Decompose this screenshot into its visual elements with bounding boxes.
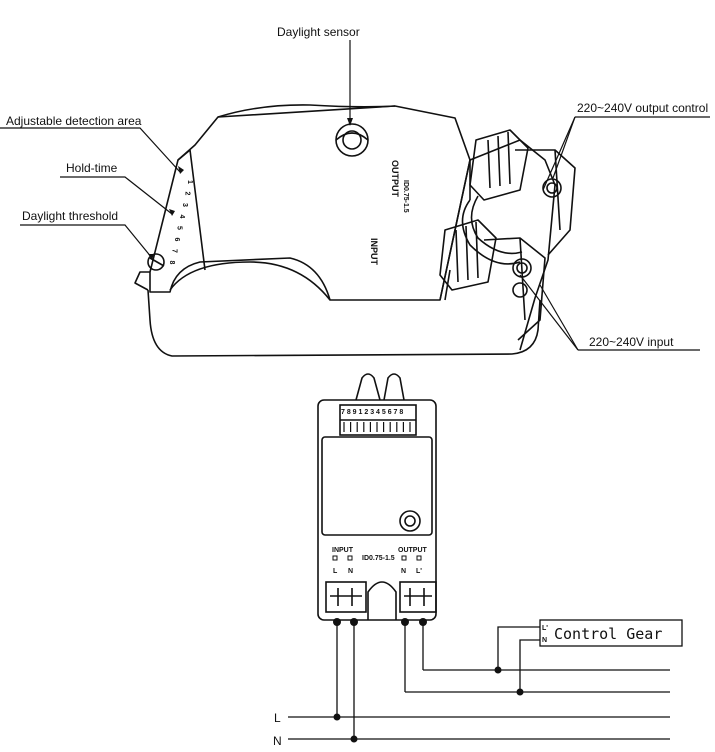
input-terminal-N: N <box>348 568 353 575</box>
dip-number-3d: 2 <box>183 192 190 196</box>
input-marking-3d: INPUT <box>369 238 379 266</box>
terminal-symbols <box>332 555 422 561</box>
dip-number-3d: 4 <box>178 215 185 219</box>
label-hold-time: Hold-time <box>66 161 118 175</box>
input-terminal-L: L <box>333 568 338 575</box>
callout-leaders <box>0 40 710 351</box>
output-terminal-N: N <box>401 568 406 575</box>
label-line-N: N <box>273 734 282 748</box>
wiring-labels: L N L' N Control Gear <box>273 625 662 748</box>
control-gear-label: Control Gear <box>554 625 662 643</box>
label-daylight-sensor: Daylight sensor <box>277 25 360 39</box>
output-marking-top: OUTPUT <box>398 547 428 554</box>
leader-input-a <box>519 274 579 351</box>
output-terminal-L: L' <box>416 568 422 575</box>
dip-number-3d: 3 <box>181 203 188 207</box>
dip-number-3d: 8 <box>168 261 175 265</box>
dip-numbers-top: 7 8 9 1 2 3 4 5 6 7 8 <box>341 409 403 416</box>
model-marking-top: ID0.75-1.5 <box>362 555 395 562</box>
device-3d-view <box>134 104 576 357</box>
dip-number-3d: 5 <box>176 226 183 230</box>
device-top-view <box>317 373 437 621</box>
dip-number-3d: 7 <box>170 249 177 253</box>
gear-terminal-N: N <box>542 637 547 644</box>
label-output-control: 220~240V output control <box>577 101 708 115</box>
leader-detection-area <box>0 127 181 173</box>
label-line-L: L <box>274 711 281 725</box>
dip-number-3d: 1 <box>186 180 193 184</box>
gear-terminal-L: L' <box>542 625 548 632</box>
device-3d-markings: OUTPUT INPUT ID0.75-1.5 1 2 3 4 5 6 7 8 <box>168 160 409 266</box>
leader-output-control-a <box>552 116 576 179</box>
leader-arrowheads <box>148 118 353 260</box>
leader-hold-time <box>60 176 173 215</box>
model-marking-3d: ID0.75-1.5 <box>402 180 409 213</box>
dip-number-3d: 6 <box>173 238 180 242</box>
label-daylight-threshold: Daylight threshold <box>22 209 118 223</box>
dip-numbers-3d: 1 2 3 4 5 6 7 8 <box>168 180 193 265</box>
device-top-markings: 7 8 9 1 2 3 4 5 6 7 8 INPUT OUTPUT ID0.7… <box>332 409 428 575</box>
label-detection-area: Adjustable detection area <box>6 114 142 128</box>
input-marking-top: INPUT <box>332 547 354 554</box>
label-input: 220~240V input <box>589 335 674 349</box>
leader-input-b <box>539 284 579 351</box>
wiring-junctions <box>333 618 524 743</box>
dip-switch-ticks <box>343 422 411 432</box>
leader-daylight-threshold <box>20 224 153 259</box>
output-marking-3d: OUTPUT <box>390 160 400 198</box>
callout-labels: Daylight sensor Adjustable detection are… <box>6 25 708 349</box>
leader-output-control-b <box>542 116 576 191</box>
